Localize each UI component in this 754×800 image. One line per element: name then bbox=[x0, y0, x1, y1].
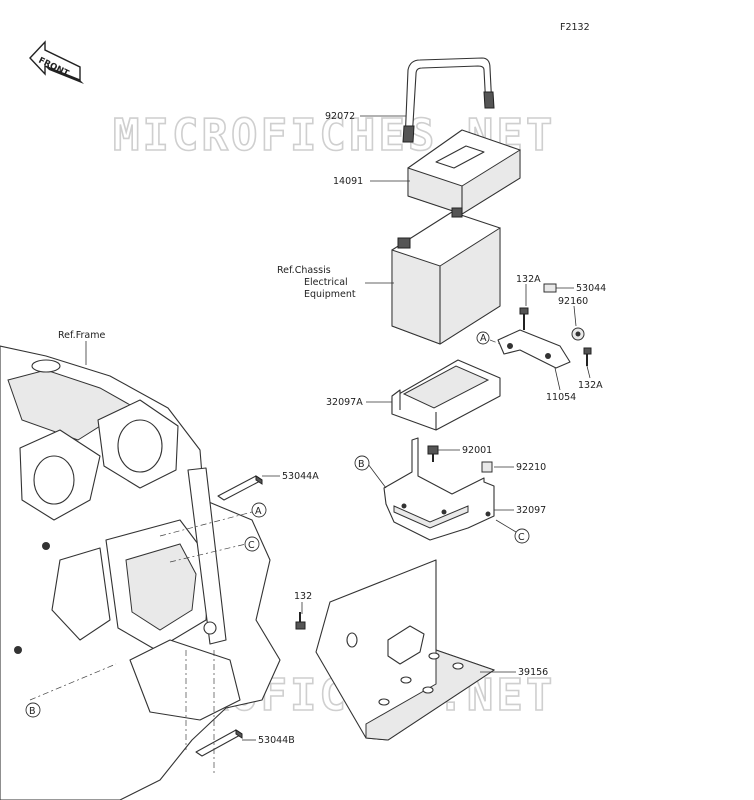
label-39156: 39156 bbox=[518, 667, 548, 678]
callout-A-bracket: A bbox=[480, 333, 487, 344]
nut-92210 bbox=[481, 461, 493, 473]
callout-C-tray: C bbox=[518, 532, 525, 543]
callout-C-frame: C bbox=[248, 540, 255, 551]
bracket-11054 bbox=[497, 329, 571, 369]
label-ref-chassis-3: Equipment bbox=[304, 289, 356, 300]
label-14091: 14091 bbox=[333, 176, 363, 187]
label-32097: 32097 bbox=[516, 505, 546, 516]
collar-53044A bbox=[217, 475, 263, 501]
label-ref-chassis-2: Electrical bbox=[304, 277, 348, 288]
battery-cover-14091 bbox=[407, 129, 521, 215]
label-ref-frame: Ref.Frame bbox=[58, 330, 105, 341]
callout-B-tray: B bbox=[358, 459, 365, 470]
label-132: 132 bbox=[294, 591, 312, 602]
label-53044A: 53044A bbox=[282, 471, 319, 482]
bolt-132A-top bbox=[519, 307, 529, 330]
label-132A-top: 132A bbox=[516, 274, 541, 285]
motorcycle-frame bbox=[0, 345, 281, 800]
label-92160: 92160 bbox=[558, 296, 588, 307]
callout-A-frame: A bbox=[255, 506, 262, 517]
label-11054: 11054 bbox=[546, 392, 576, 403]
label-ref-chassis-1: Ref.Chassis bbox=[277, 265, 331, 276]
guard-plate-39156 bbox=[315, 559, 496, 741]
battery bbox=[391, 207, 501, 345]
collar-53044B bbox=[195, 729, 243, 757]
bolt-132A-bottom bbox=[583, 347, 592, 366]
label-92072: 92072 bbox=[325, 111, 355, 122]
bolt-92001 bbox=[427, 445, 439, 462]
label-53044: 53044 bbox=[576, 283, 606, 294]
callout-B-frame: B bbox=[29, 706, 36, 717]
collar-53044 bbox=[543, 283, 557, 293]
label-53044B: 53044B bbox=[258, 735, 295, 746]
label-92001: 92001 bbox=[462, 445, 492, 456]
bolt-132 bbox=[295, 612, 306, 630]
label-132A-bottom: 132A bbox=[578, 380, 603, 391]
bracket-32097 bbox=[383, 437, 495, 541]
battery-tray-32097A bbox=[391, 359, 501, 431]
front-arrow-icon: FRONT bbox=[29, 40, 84, 84]
diagram-code: F2132 bbox=[560, 22, 590, 33]
label-32097A: 32097A bbox=[326, 397, 363, 408]
battery-strap-92072 bbox=[402, 57, 495, 143]
label-92210: 92210 bbox=[516, 462, 546, 473]
damper-92160 bbox=[571, 327, 585, 341]
